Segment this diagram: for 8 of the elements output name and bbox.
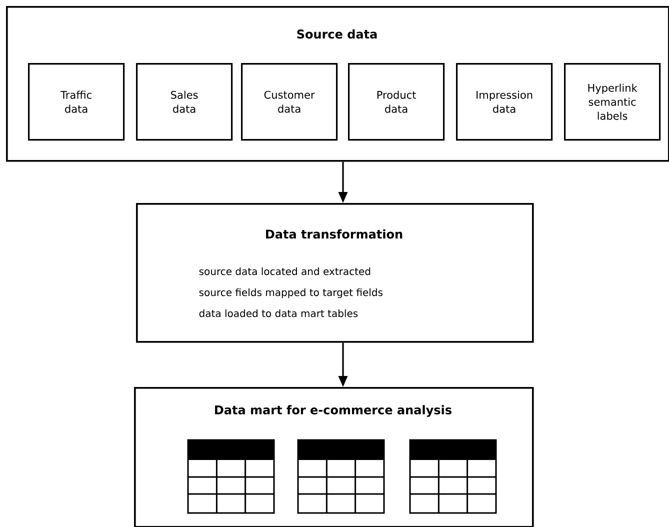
- data-source-box: Sales data: [136, 63, 233, 141]
- data-source-box: Product data: [348, 63, 445, 141]
- container-box: Data transformation source data located and extracted source fields mapped to target fields data loaded to data mart tables: [136, 202, 534, 343]
- container-box: Data mart for e-commerce analysis: [134, 387, 534, 527]
- data-source-box: Traffic data: [28, 63, 125, 141]
- data-source-box: Impression data: [456, 63, 553, 141]
- data-source-box: Hyperlink semantic labels: [564, 63, 661, 141]
- data-source-box: Customer data: [241, 63, 338, 141]
